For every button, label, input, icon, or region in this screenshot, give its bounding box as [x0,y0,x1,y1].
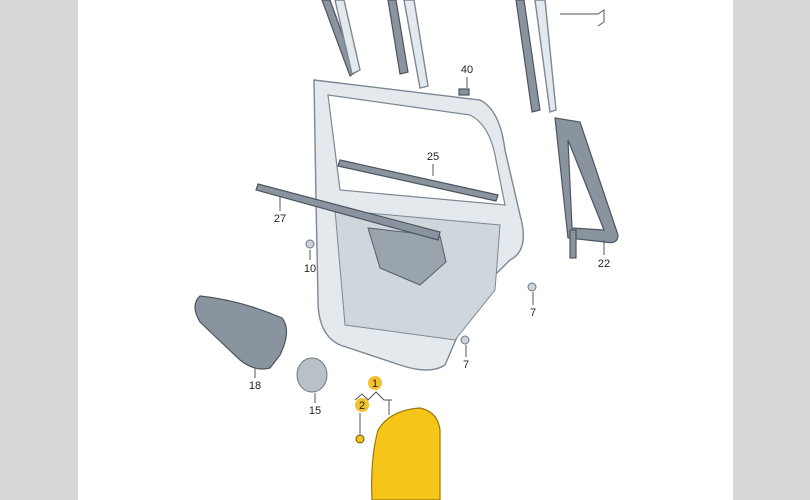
callout-7a: 7 [530,307,536,319]
callout-15: 15 [309,405,321,417]
callout-40: 40 [461,64,473,76]
callout-1: 1 [372,378,378,390]
door-shell [313,79,524,371]
callout-2: 2 [359,400,365,412]
callout-7b: 7 [463,359,469,371]
callout-18: 18 [249,380,261,392]
callout-27: 27 [274,213,286,225]
cap-15 [296,357,328,393]
callout-10: 10 [304,263,316,275]
clip-40 [458,88,470,96]
nut-2 [355,434,365,444]
callout-25: 25 [427,151,439,163]
quarter-glass-frame [554,117,619,244]
callout-22: 22 [598,258,610,270]
speaker-cover-18 [194,295,288,370]
window-channel-strips [321,0,605,113]
outer-seal-strip [337,159,499,202]
parts-diagram: 40 25 27 10 22 7 7 18 15 1 2 [78,0,733,500]
diagram-svg: 40 25 27 10 22 7 7 18 15 1 2 [194,0,619,500]
leader-lines [254,77,605,434]
inner-seal-strip [255,183,441,241]
yellow-part-1 [371,407,441,500]
